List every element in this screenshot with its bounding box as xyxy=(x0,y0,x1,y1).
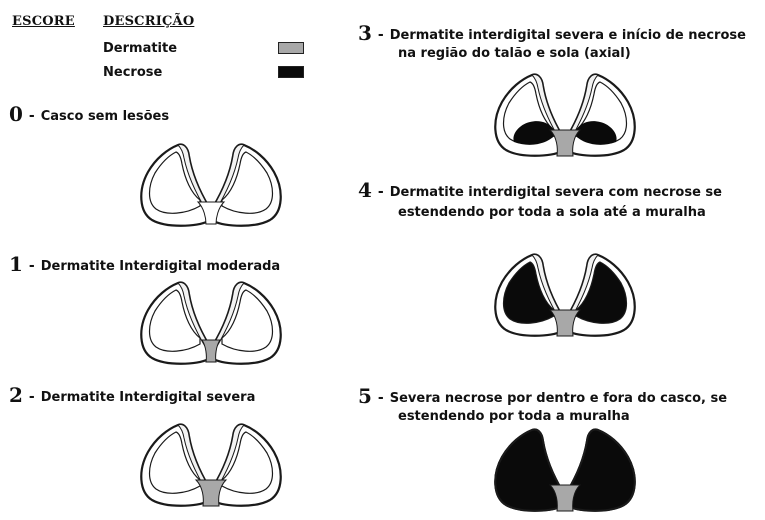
score-dash: - xyxy=(377,184,384,200)
hoof-claw-left xyxy=(140,423,211,507)
score-description: Dermatite Interdigital severa xyxy=(40,390,256,405)
score-number: 4 xyxy=(358,178,372,202)
interdigital-space xyxy=(196,201,226,225)
score-number: 5 xyxy=(358,384,372,408)
score-5-description-line-2: estendendo por toda a muralha xyxy=(398,409,630,424)
score-dash: - xyxy=(377,390,384,406)
sole-outline xyxy=(148,151,201,214)
hoof-claw-right xyxy=(565,428,636,512)
description-column-heading: DESCRIÇÃO xyxy=(103,14,195,29)
score-dash: - xyxy=(28,258,35,274)
sole-outline xyxy=(502,81,555,144)
hoof-claw-left xyxy=(140,281,211,365)
hoof-illustration-score-0 xyxy=(140,143,282,227)
sole-outline xyxy=(221,151,274,214)
score-dash: - xyxy=(377,27,384,43)
score-column-heading: ESCORE xyxy=(12,14,75,29)
hoof-illustration-score-1 xyxy=(140,281,282,365)
interdigital-space xyxy=(194,479,228,507)
sole-necrosis xyxy=(575,261,628,324)
hoof-illustration-score-2 xyxy=(140,423,282,507)
score-3-description-line-2: na região do talão e sola (axial) xyxy=(398,46,631,61)
interdigital-space xyxy=(548,309,582,337)
wall-necrosis xyxy=(566,428,636,512)
sole-outline xyxy=(148,431,201,494)
interdigital-space xyxy=(201,339,221,363)
score-dash: - xyxy=(28,108,35,124)
wall-necrosis xyxy=(494,428,564,512)
hoof-claw-right xyxy=(211,143,282,227)
score-description: Dermatite interdigital severa e início d… xyxy=(389,28,746,43)
hoof-illustration-score-3 xyxy=(494,73,636,157)
score-5-label: 5-Severa necrose por dentro e fora do ca… xyxy=(358,384,727,408)
hoof-claw-right xyxy=(211,423,282,507)
legend-swatch-necrosis xyxy=(278,66,304,78)
score-3-label: 3-Dermatite interdigital severa e início… xyxy=(358,21,746,45)
interdigital-space xyxy=(548,129,582,157)
score-4-label: 4-Dermatite interdigital severa com necr… xyxy=(358,178,722,202)
score-description: Dermatite interdigital severa com necros… xyxy=(389,185,722,200)
hoof-claw-left xyxy=(494,253,565,337)
heel-necrosis xyxy=(513,121,556,145)
score-number: 3 xyxy=(358,21,372,45)
heel-necrosis xyxy=(574,121,617,145)
score-dash: - xyxy=(28,389,35,405)
score-number: 0 xyxy=(9,102,23,126)
score-4-description-line-2: estendendo por toda a sola até a muralha xyxy=(398,205,706,220)
score-1-label: 1-Dermatite Interdigital moderada xyxy=(9,252,280,276)
sole-necrosis xyxy=(502,261,555,324)
sole-outline xyxy=(221,289,274,352)
hoof-claw-right xyxy=(211,281,282,365)
sole-outline xyxy=(221,431,274,494)
hoof-claw-left xyxy=(140,143,211,227)
score-description: Casco sem lesões xyxy=(40,109,170,124)
sole-outline xyxy=(575,81,628,144)
score-description: Severa necrose por dentro e fora do casc… xyxy=(389,391,728,406)
hoof-claw-left xyxy=(494,73,565,157)
score-number: 1 xyxy=(9,252,23,276)
hoof-claw-right xyxy=(565,73,636,157)
score-0-label: 0-Casco sem lesões xyxy=(9,102,169,126)
legend-label-necrosis: Necrose xyxy=(103,65,163,80)
hoof-illustration-score-4 xyxy=(494,253,636,337)
score-2-label: 2-Dermatite Interdigital severa xyxy=(9,383,255,407)
legend-swatch-dermatitis xyxy=(278,42,304,54)
score-number: 2 xyxy=(9,383,23,407)
hoof-claw-right xyxy=(565,253,636,337)
hoof-illustration-score-5 xyxy=(494,428,636,512)
hoof-claw-left xyxy=(494,428,565,512)
interdigital-space xyxy=(548,484,582,512)
sole-outline xyxy=(148,289,201,352)
legend-label-dermatitis: Dermatite xyxy=(103,41,178,56)
score-description: Dermatite Interdigital moderada xyxy=(40,259,281,274)
